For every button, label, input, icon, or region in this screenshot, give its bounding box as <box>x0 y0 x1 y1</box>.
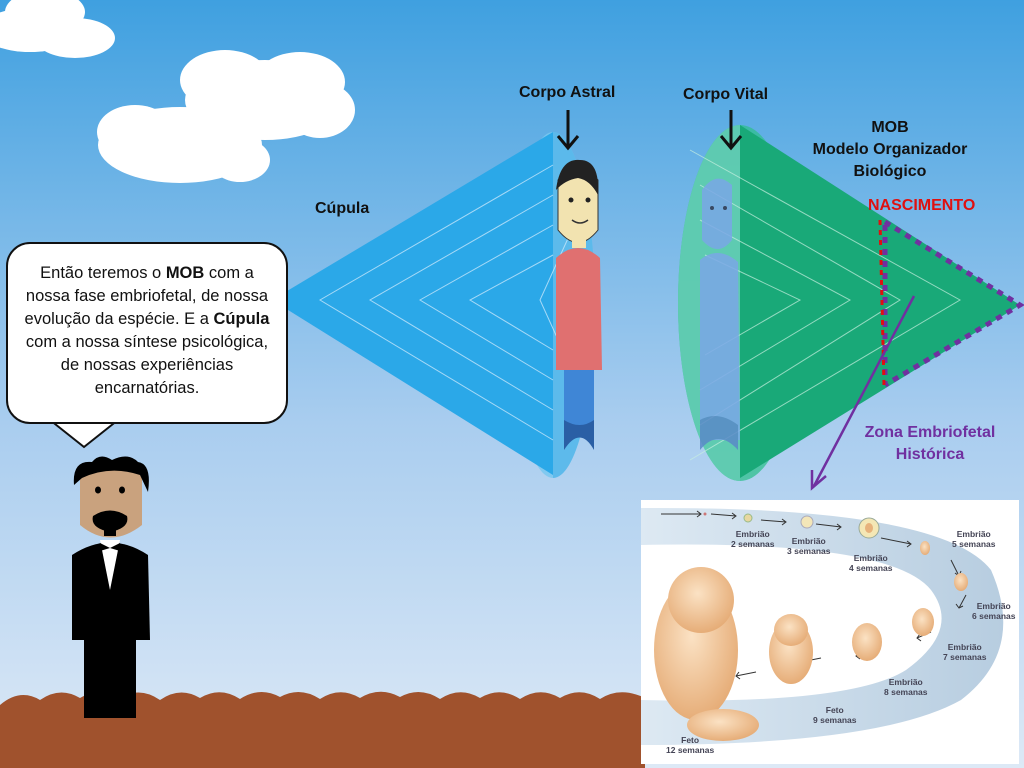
bubble-text-1: Então teremos o <box>40 264 166 282</box>
ground <box>0 691 645 768</box>
bubble-text-3: com a nossa síntese psicológica, de noss… <box>25 333 269 397</box>
development-path <box>641 507 1004 745</box>
man-character <box>72 456 150 718</box>
mob-line-2: Biológico <box>853 163 927 180</box>
cupula-label: Cúpula <box>315 200 370 217</box>
astral-person <box>556 159 602 450</box>
stage-name: Embrião <box>976 601 1011 611</box>
mob-title: MOB <box>871 119 909 136</box>
stage-name: Embrião <box>791 536 826 546</box>
bubble-bold-cupula: Cúpula <box>213 310 270 328</box>
stage-name: Feto <box>825 705 844 715</box>
stage-time: 4 semanas <box>849 563 893 573</box>
zona-arrow <box>810 295 916 491</box>
stage-name: Embrião <box>853 553 888 563</box>
stage-time: 7 semanas <box>943 652 987 662</box>
stage-time: 6 semanas <box>972 611 1016 621</box>
stage-name: Embrião <box>947 642 982 652</box>
stage-time: 8 semanas <box>884 687 928 697</box>
cloud-lower <box>97 102 270 183</box>
vital-person <box>700 178 740 450</box>
bubble-bold-mob: MOB <box>165 264 205 282</box>
down-arrows <box>556 110 743 151</box>
zona-label: Zona Embriofetal Histórica <box>850 422 1010 466</box>
stage-time: 3 semanas <box>787 546 831 556</box>
corpo-astral-label: Corpo Astral <box>519 84 616 101</box>
mob-label: MOB Modelo Organizador Biológico <box>790 117 990 183</box>
speech-bubble: Então teremos o MOB com a nossa fase emb… <box>6 242 288 424</box>
corpo-vital-label: Corpo Vital <box>683 86 769 103</box>
stage-name: Embrião <box>956 529 991 539</box>
stage-name: Feto <box>681 735 700 745</box>
bubble-tail <box>49 419 119 449</box>
stage-time: 9 semanas <box>813 715 857 725</box>
cloud-upper <box>180 50 355 140</box>
stage-time: 12 semanas <box>666 745 715 755</box>
clouds <box>0 0 355 183</box>
stage-name: Embrião <box>735 529 770 539</box>
nascimento-label: NASCIMENTO <box>868 197 976 214</box>
bubble-text-2: com a nossa fase embriofetal, de nossa e… <box>24 264 269 328</box>
stage-name: Embrião <box>888 677 923 687</box>
cloud-top-left <box>0 0 115 58</box>
zona-line-2: Histórica <box>895 446 965 463</box>
zona-line-1: Zona Embriofetal <box>864 424 996 441</box>
stage-time: 2 semanas <box>731 539 775 549</box>
stage-time: 5 semanas <box>952 539 996 549</box>
mob-line-1: Modelo Organizador <box>812 141 968 158</box>
